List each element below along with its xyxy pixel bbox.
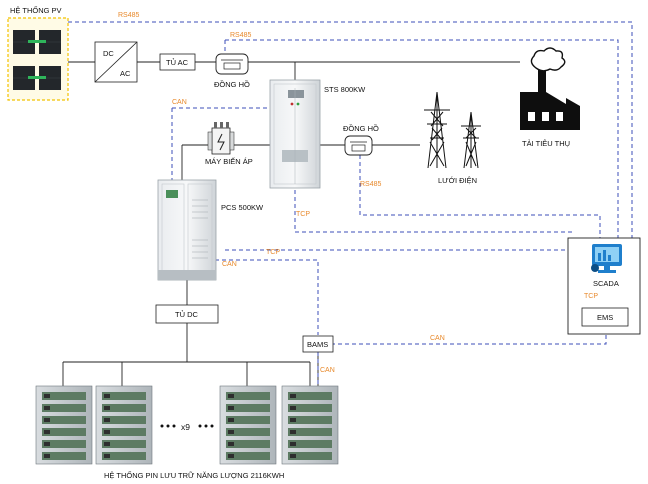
pcs-cabinet [157,179,217,281]
meter-top-icon [215,53,249,75]
load-label: TẢI TIÊU THỤ [522,139,570,148]
rs485-mid-label: RS485 [360,181,382,188]
pv-panel-array [7,17,69,101]
battery-system-label: HỆ THỐNG PIN LƯU TRỮ NĂNG LƯỢNG 2116KWH [104,470,284,480]
can-pcs-label: CAN [172,99,187,106]
transformer-label: MÁY BIẾN ÁP [205,156,253,166]
meter-mid-label: ĐỒNG HỒ [343,123,379,133]
tcp-pcs-label: TCP [266,249,280,256]
tcp-sts-label: TCP [296,211,310,218]
bams-label: BAMS [307,340,328,349]
battery-rack-4 [281,385,339,465]
inverter-dc-label: DC [103,49,114,58]
ellipsis-dots [160,424,214,428]
dc-cabinet-label: TỦ DC [175,310,198,319]
can-bams-ems-label: CAN [430,335,445,342]
transformer-icon [207,122,235,155]
pcs-label: PCS 500KW [221,203,264,212]
sts-label: STS 800KW [324,85,366,94]
ac-cabinet-box [159,53,196,71]
inverter-ac-label: AC [120,69,131,78]
dc-cabinet-box [155,304,219,324]
meter-top-label: ĐỒNG HỒ [214,79,250,89]
dc-ac-inverter [94,41,138,83]
can-bams-batt-label: CAN [320,367,335,374]
factory-icon [520,47,580,130]
pv-system-label: HỆ THỐNG PV [10,5,62,15]
battery-rack-3 [219,385,277,465]
rs485-meter-label: RS485 [230,32,252,39]
scada-label: SCADA [593,279,619,288]
battery-rack-1 [35,385,93,465]
sts-cabinet [269,79,321,189]
scada-ems-panel [567,237,641,335]
tcp-scada-label: TCP [584,293,598,300]
ems-label: EMS [597,313,613,322]
scada-monitor-icon [591,244,622,273]
rs485-top-label: RS485 [118,12,140,19]
bams-box [302,335,334,353]
power-tower-icon [424,91,481,169]
battery-rack-2 [95,385,153,465]
meter-mid-icon [344,135,373,156]
grid-label: LƯỚI ĐIỆN [438,176,477,185]
ac-cabinet-label: TỦ AC [166,58,189,67]
can-pcs-bams-label: CAN [222,261,237,268]
battery-count-label: x9 [181,422,190,432]
